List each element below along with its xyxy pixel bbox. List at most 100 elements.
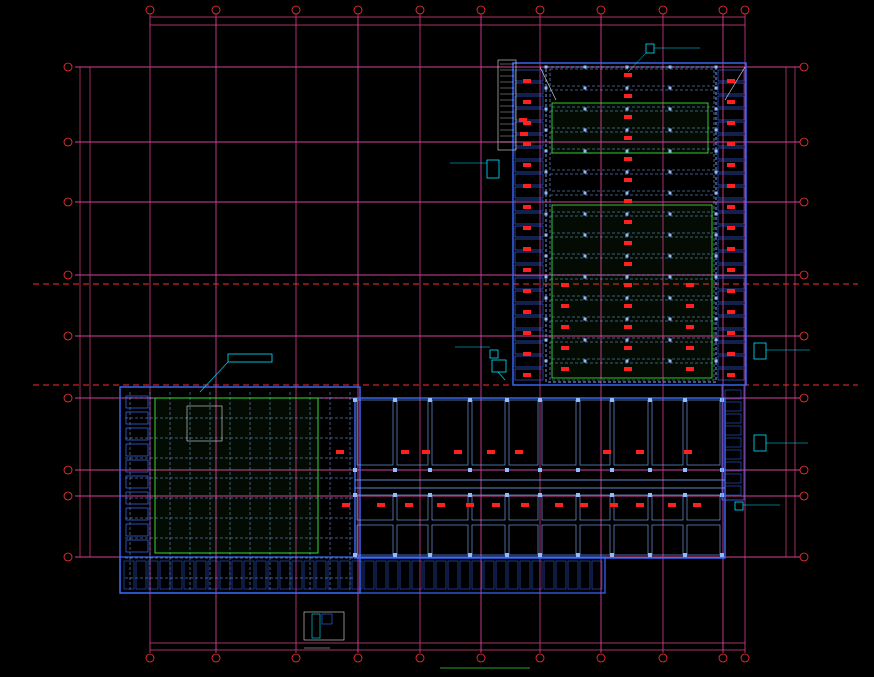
east-core-cell xyxy=(724,437,742,448)
east-room-upper xyxy=(579,399,611,466)
east-room-lower xyxy=(356,524,394,556)
axis-bubble xyxy=(799,197,809,207)
column xyxy=(468,493,472,497)
column xyxy=(648,468,652,472)
note-box xyxy=(486,159,500,179)
core-cell xyxy=(717,251,745,264)
column xyxy=(576,493,580,497)
room-tag xyxy=(561,325,569,329)
column xyxy=(544,128,548,132)
column xyxy=(544,65,548,69)
column xyxy=(714,191,718,195)
south-cell xyxy=(519,560,531,590)
axis-bubble xyxy=(799,491,809,501)
core-cell xyxy=(514,368,544,381)
column xyxy=(538,553,542,557)
column xyxy=(714,149,718,153)
south-cell xyxy=(435,560,447,590)
core-cell xyxy=(717,199,745,212)
room-tag xyxy=(523,184,531,188)
room-tag xyxy=(624,304,632,308)
east-room-lower xyxy=(686,524,721,556)
axis-bubble xyxy=(476,653,486,663)
column xyxy=(625,296,629,300)
column xyxy=(583,128,587,132)
east-room-mid xyxy=(686,494,721,521)
column xyxy=(625,149,629,153)
column xyxy=(538,468,542,472)
column xyxy=(648,553,652,557)
column xyxy=(683,468,687,472)
east-core-cell xyxy=(724,425,742,436)
column xyxy=(544,212,548,216)
south-cell xyxy=(315,560,327,590)
south-cell xyxy=(171,560,183,590)
room-tag xyxy=(727,352,735,356)
room-tag xyxy=(624,73,632,77)
core-cell xyxy=(514,95,544,108)
column xyxy=(353,553,357,557)
column xyxy=(576,468,580,472)
column xyxy=(714,65,718,69)
south-cell xyxy=(183,560,195,590)
room-tag xyxy=(336,450,344,454)
south-cell xyxy=(291,560,303,590)
tower-outline xyxy=(512,62,747,386)
column xyxy=(353,493,357,497)
column xyxy=(353,468,357,472)
south-cell xyxy=(567,560,579,590)
leader-line xyxy=(497,371,506,381)
axis-bubble xyxy=(63,197,73,207)
column xyxy=(544,149,548,153)
south-cell xyxy=(399,560,411,590)
axis-bubble xyxy=(658,5,668,15)
core-cell xyxy=(717,329,745,342)
room-tag xyxy=(561,283,569,287)
room-tag xyxy=(624,115,632,119)
column xyxy=(544,233,548,237)
column xyxy=(428,553,432,557)
tower-bay xyxy=(549,236,715,255)
tower-bay xyxy=(549,320,715,339)
room-tag xyxy=(377,503,385,507)
east-room-upper xyxy=(686,399,721,466)
east-room-mid xyxy=(541,494,577,521)
column xyxy=(544,170,548,174)
room-tag xyxy=(492,503,500,507)
column xyxy=(714,86,718,90)
column xyxy=(576,553,580,557)
south-cell xyxy=(483,560,495,590)
east-room-lower xyxy=(651,524,684,556)
diagonal-brace xyxy=(724,66,746,101)
south-cell xyxy=(339,560,351,590)
side-room xyxy=(125,395,149,409)
south-cell xyxy=(543,560,555,590)
key-plan-box xyxy=(303,611,345,641)
column xyxy=(625,338,629,342)
axis-bubble xyxy=(718,5,728,15)
room-tag xyxy=(624,157,632,161)
south-cell xyxy=(363,560,375,590)
room-tag xyxy=(521,503,529,507)
side-room xyxy=(125,411,149,425)
room-tag xyxy=(686,346,694,350)
axis-bubble xyxy=(63,552,73,562)
axis-bubble xyxy=(63,270,73,280)
column xyxy=(544,107,548,111)
room-tag xyxy=(727,121,735,125)
note-box xyxy=(645,43,655,54)
axis-bubble xyxy=(476,5,486,15)
column xyxy=(610,553,614,557)
tower-bay xyxy=(549,299,715,318)
room-tag xyxy=(561,304,569,308)
axis-bubble xyxy=(658,653,668,663)
title-area xyxy=(303,611,530,669)
tower-bay xyxy=(549,89,715,108)
column xyxy=(505,553,509,557)
south-cell xyxy=(555,560,567,590)
room-tag xyxy=(727,331,735,335)
column xyxy=(583,317,587,321)
room-tag xyxy=(342,503,350,507)
east-room-lower xyxy=(613,524,649,556)
room-tag xyxy=(727,289,735,293)
